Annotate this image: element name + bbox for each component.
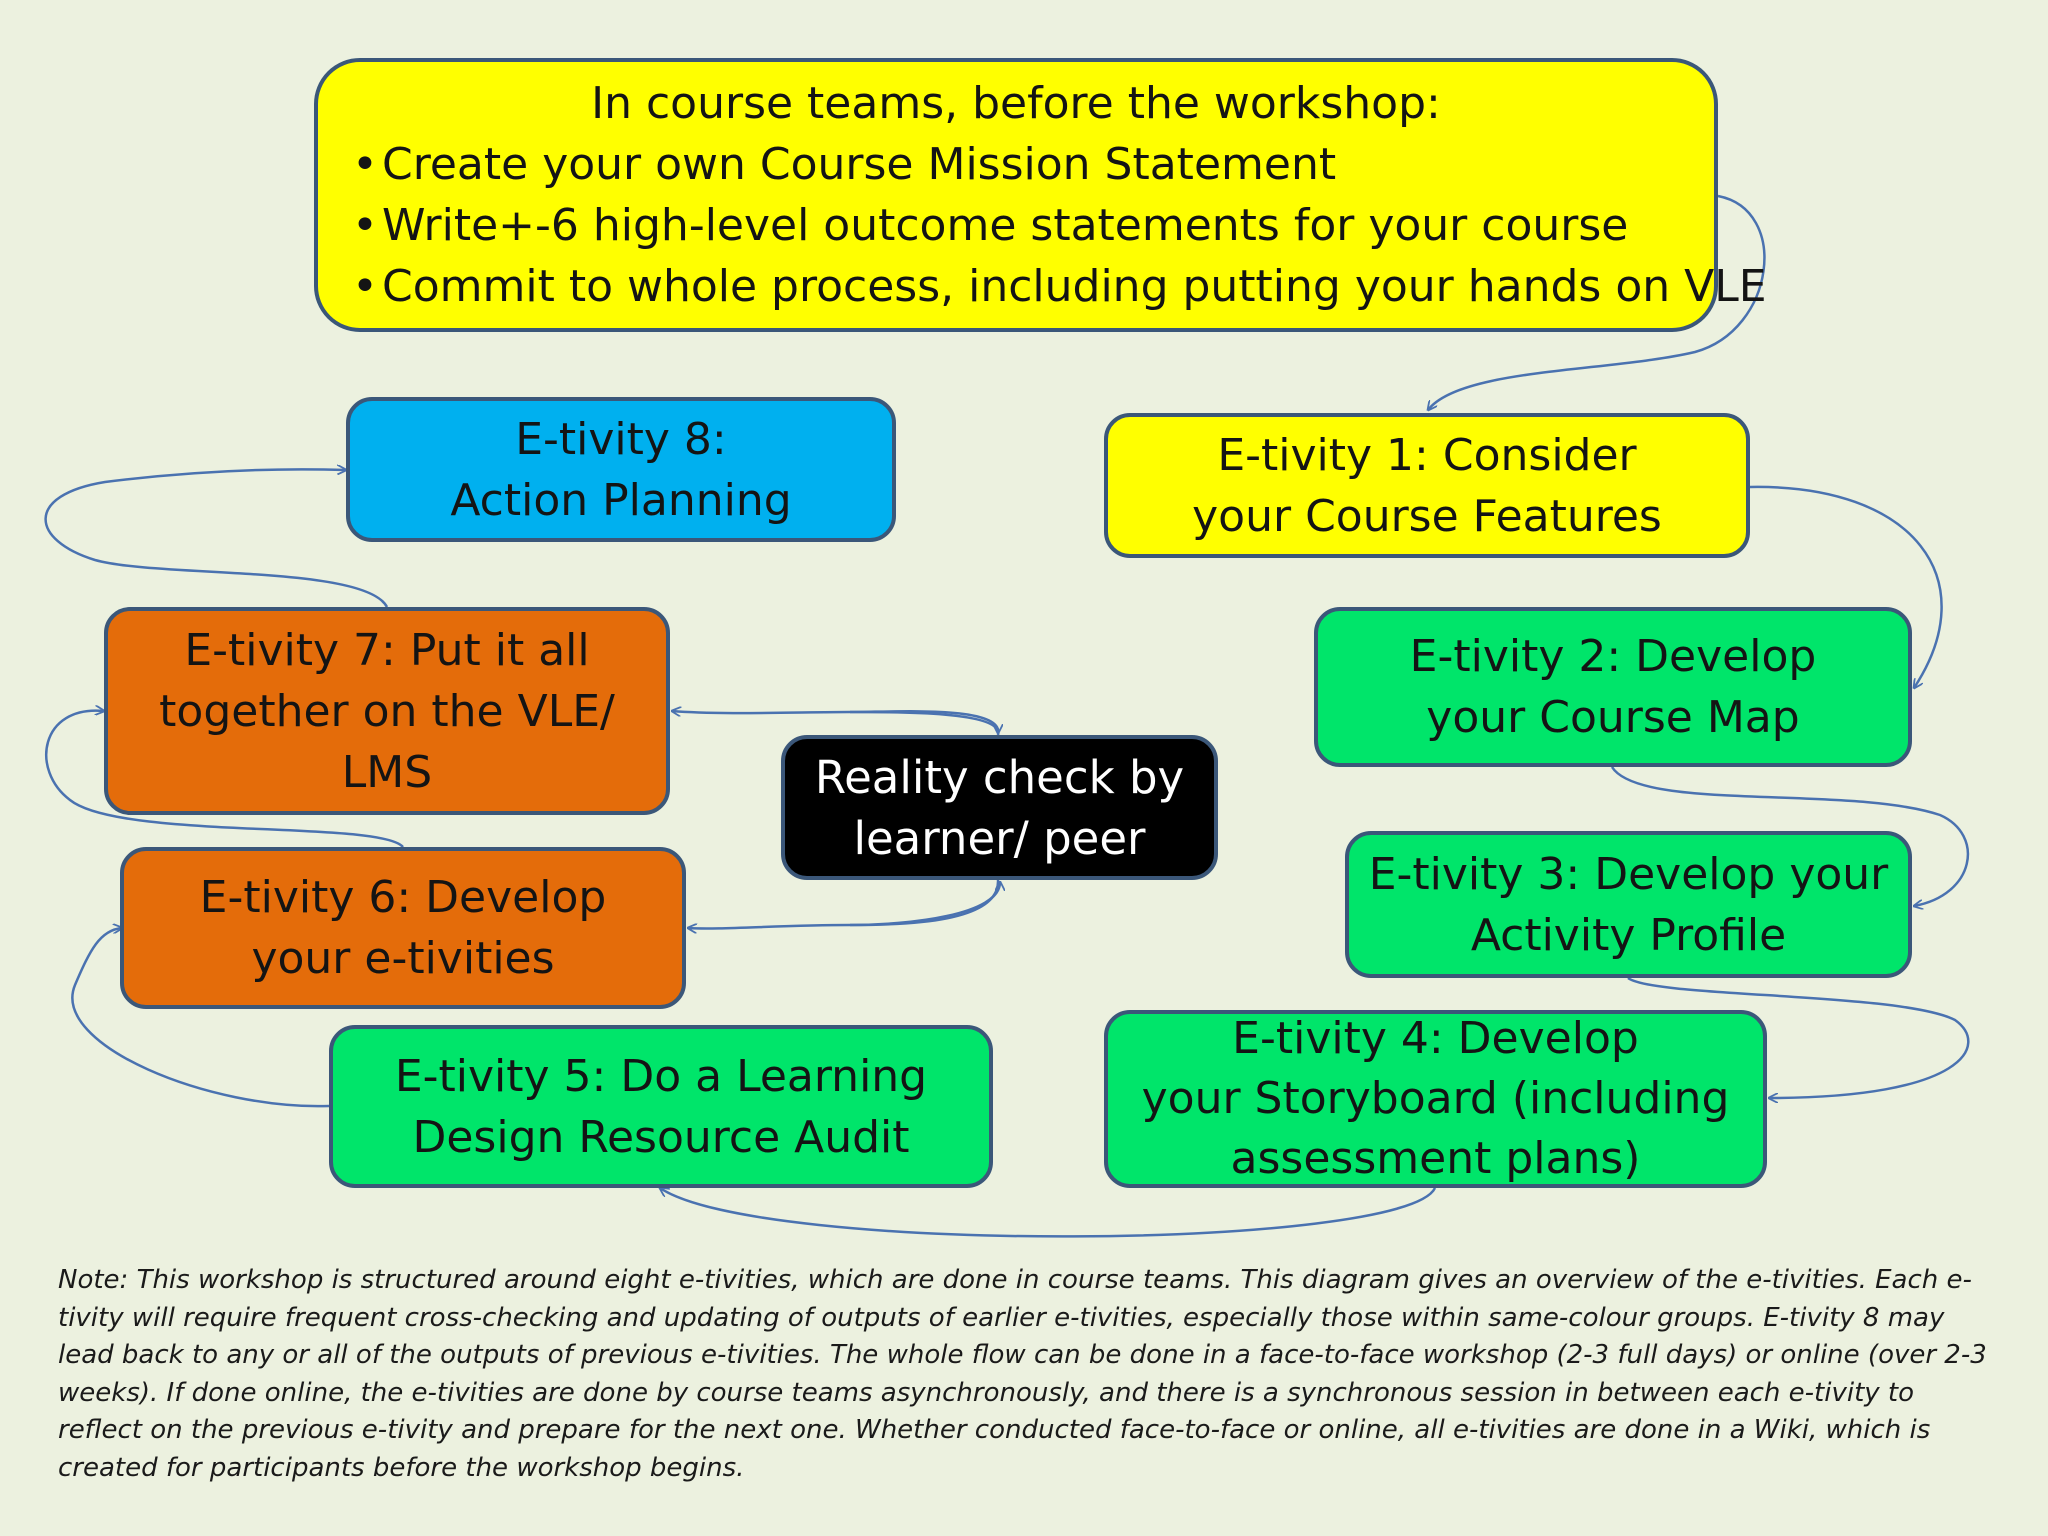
etivity-8-box: E-tivity 8: Action Planning	[346, 397, 896, 542]
etivity-2-box: E-tivity 2: Develop your Course Map	[1314, 607, 1912, 767]
arrow-e6-to-e7	[45, 711, 404, 848]
etivity-5-label-line: E-tivity 5: Do a Learning	[394, 1050, 928, 1102]
etivity-4-label-line: your Storyboard (including	[1141, 1073, 1730, 1124]
arrow-intro-to-e1	[1428, 194, 1766, 410]
etivity-3-label-line: E-tivity 3: Develop your	[1368, 848, 1889, 900]
etivity-7-label-line: together on the VLE/	[159, 685, 615, 737]
arrow-e3-to-e4	[1627, 976, 1970, 1098]
arrow-e7-to-e8	[44, 469, 389, 608]
bullet-icon: •	[352, 139, 378, 190]
workshop-note: Note: This workshop is structured around…	[58, 1265, 1987, 1483]
arrow-reality-e6	[688, 879, 1000, 928]
bullet-icon: •	[352, 261, 378, 312]
intro-bullet-item: •Create your own Course Mission Statemen…	[352, 134, 1714, 195]
arrow-e2-to-e3	[1610, 766, 1970, 906]
intro-box: In course teams, before the workshop: •C…	[314, 58, 1767, 332]
intro-bullet-item: •Commit to whole process, including putt…	[352, 256, 1767, 317]
etivity-6-box: E-tivity 6: Develop your e-tivities	[120, 847, 686, 1009]
arrow-e6-reality	[849, 882, 1000, 927]
etivity-3-box: E-tivity 3: Develop your Activity Profil…	[1345, 831, 1912, 978]
etivity-1-box: E-tivity 1: Consider your Course Feature…	[1104, 413, 1750, 558]
etivity-4-label-line: E-tivity 4: Develop	[1232, 1013, 1639, 1064]
etivity-5-label-line: Design Resource Audit	[412, 1111, 910, 1163]
arrow-e1-to-e2	[1749, 485, 1943, 688]
reality-check-label-line: learner/ peer	[853, 811, 1146, 865]
etivity-8-label-line: E-tivity 8:	[515, 413, 727, 465]
etivity-6-label-line: E-tivity 6: Develop	[199, 872, 607, 923]
intro-bullet-text: Commit to whole process, including putti…	[382, 261, 1767, 312]
etivity-7-label-line: E-tivity 7: Put it all	[184, 624, 590, 676]
etivity-2-label-line: your Course Map	[1426, 692, 1800, 743]
intro-bullet-text: Write+-6 high-level outcome statements f…	[382, 200, 1629, 251]
intro-bullet-item: •Write+-6 high-level outcome statements …	[352, 195, 1714, 256]
etivity-7-box: E-tivity 7: Put it all together on the V…	[104, 607, 670, 815]
etivity-2-label-line: E-tivity 2: Develop	[1409, 631, 1817, 682]
etivity-5-box: E-tivity 5: Do a Learning Design Resourc…	[329, 1025, 993, 1188]
arrow-e7-reality	[849, 710, 998, 733]
bullet-icon: •	[352, 200, 378, 251]
intro-title: In course teams, before the workshop:	[591, 78, 1441, 129]
etivity-3-label-line: Activity Profile	[1470, 909, 1787, 961]
reality-check-box: Reality check by learner/ peer	[781, 735, 1218, 880]
arrow-e5-to-e6	[71, 928, 330, 1108]
reality-check-label-line: Reality check by	[814, 750, 1185, 804]
etivity-1-label-line: E-tivity 1: Consider	[1217, 429, 1637, 481]
etivity-7-label-line: LMS	[341, 746, 433, 798]
intro-bullet-text: Create your own Course Mission Statement	[382, 139, 1337, 190]
etivity-4-box: E-tivity 4: Develop your Storyboard (inc…	[1104, 1010, 1767, 1188]
arrow-e4-to-e5	[660, 1188, 1437, 1238]
etivity-4-label-line: assessment plans)	[1230, 1133, 1641, 1184]
intro-bullet-list: •Create your own Course Mission Statemen…	[318, 134, 1767, 317]
etivity-8-label-line: Action Planning	[450, 474, 792, 526]
etivity-1-label-line: your Course Features	[1192, 490, 1662, 542]
etivity-6-label-line: your e-tivities	[251, 933, 555, 984]
